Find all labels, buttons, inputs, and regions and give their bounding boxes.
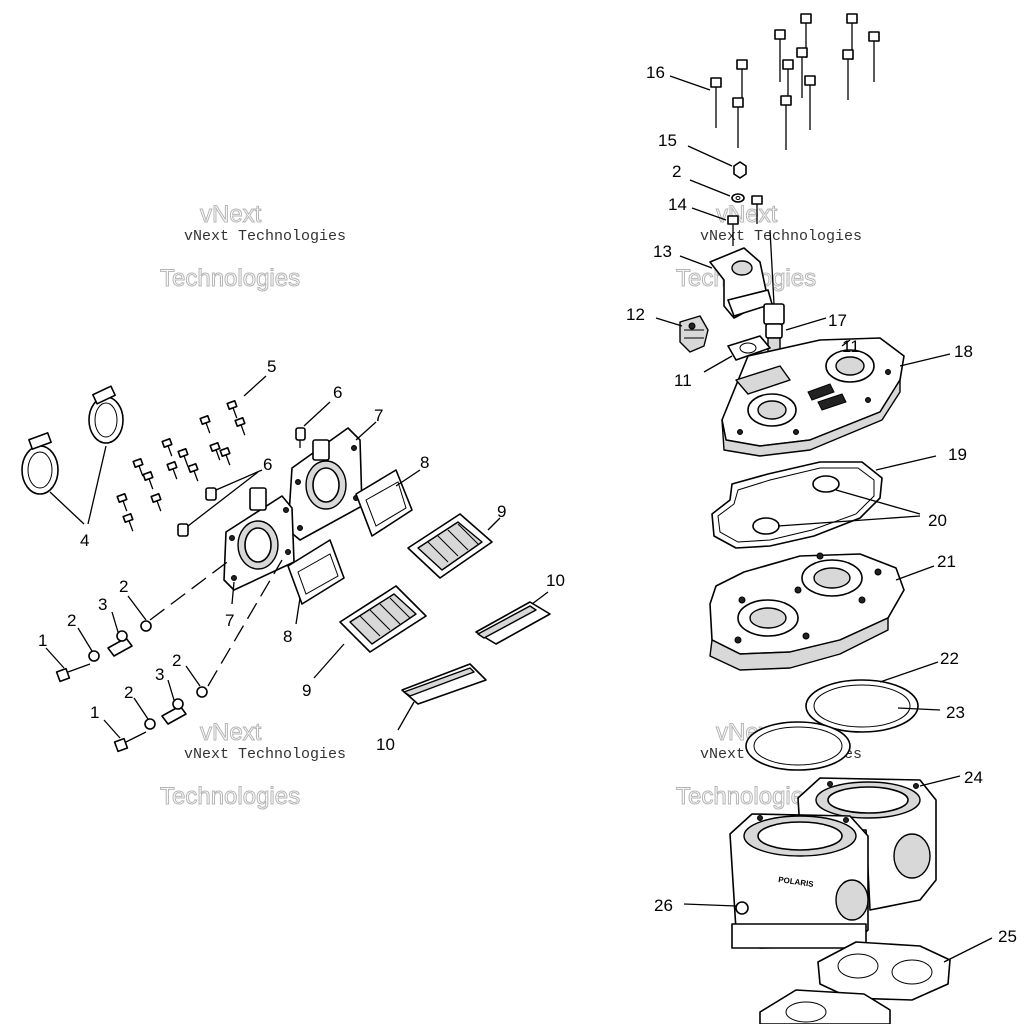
callout-6: 6 [333,383,342,402]
callout-18: 18 [954,342,973,361]
callout-14: 14 [668,195,687,214]
watermark-outline-technologies: Technologies [160,783,300,810]
callout-26: 26 [654,896,673,915]
manifold-rear [287,427,363,541]
o-ring-lower [752,517,780,535]
fitting-upper [295,427,306,448]
nut [733,161,747,179]
callout-2: 2 [172,651,181,670]
callout-2: 2 [119,577,128,596]
head-gasket-large [711,461,883,549]
callout-17: 17 [828,311,847,330]
callout-13: 13 [653,242,672,261]
head-gasket-ring-upper [805,679,919,733]
watermark-bottom-left: vNext vNext Technologies Technologies [160,719,347,811]
callout-4: 4 [80,531,89,550]
watermark-text: vNext Technologies [184,228,346,245]
callout-23: 23 [946,703,965,722]
bolt-assembly-upper [55,620,152,683]
reed-petal-lower [401,663,487,705]
watermark-outline-technologies: Technologies [676,783,816,810]
reed-valve-upper [407,513,493,579]
watermark-text: vNext Technologies [184,746,346,763]
callout-7: 7 [374,406,383,425]
callout-20: 20 [928,511,947,530]
hose-clamp-left [21,432,59,495]
callout-1: 1 [90,703,99,722]
watermark-text: vNext Technologies [700,228,862,245]
cylinder-head-cover [721,337,905,457]
base-gasket-lower [759,989,891,1024]
watermark-top-right: vNext vNext Technologies Technologies [676,201,863,293]
head-bolt-group [710,13,880,150]
cylinder-block: POLARIS [729,777,937,949]
callout-15: 15 [658,131,677,150]
callout-22: 22 [940,649,959,668]
watermark-top-left: vNext vNext Technologies Technologies [160,201,347,293]
watermark-outline-technologies: Technologies [160,265,300,292]
callout-7: 7 [225,611,234,630]
callout-labels: 1 1 2 2 2 2 2 3 3 4 5 6 6 7 7 8 8 9 9 10… [38,63,1017,946]
callout-9: 9 [497,502,506,521]
callout-2: 2 [124,683,133,702]
callout-8: 8 [420,453,429,472]
bolt-assembly-lower [113,686,208,753]
callout-9: 9 [302,681,311,700]
callout-8: 8 [283,627,292,646]
callout-11: 11 [674,371,692,390]
callout-11: 11 [842,337,860,356]
thermostat [679,315,709,353]
thermostat-housing [709,247,773,319]
reed-valve-lower [339,585,427,653]
callout-21: 21 [937,552,956,571]
callout-2: 2 [67,611,76,630]
base-gasket-upper [817,941,951,1001]
sensor-bolts [727,195,763,246]
watermark-outline-vnext: vNext [716,201,778,228]
callout-10: 10 [546,571,565,590]
hose-clamp-right [88,385,124,444]
callout-24: 24 [964,768,983,787]
fitting-lower [177,487,217,537]
screw-group [116,400,246,532]
callout-25: 25 [998,927,1017,946]
cylinder-head [709,552,905,671]
stuffer-lower [287,539,345,605]
stuffer-upper [355,469,413,537]
o-ring-upper [812,475,840,493]
callout-3: 3 [98,595,107,614]
watermark-outline-vnext: vNext [200,201,262,228]
callout-12: 12 [626,305,645,324]
callout-16: 16 [646,63,665,82]
washer-small [731,193,745,203]
watermark-outline-vnext: vNext [200,719,262,746]
manifold-front [223,487,295,591]
callout-1: 1 [38,631,47,650]
callout-2: 2 [672,162,681,181]
thermostat-gasket [727,335,771,361]
callout-3: 3 [155,665,164,684]
head-gasket-ring-lower [745,721,851,771]
callout-5: 5 [267,357,276,376]
callout-6: 6 [263,455,272,474]
callout-10: 10 [376,735,395,754]
callout-19: 19 [948,445,967,464]
reed-petal-upper [475,601,551,645]
